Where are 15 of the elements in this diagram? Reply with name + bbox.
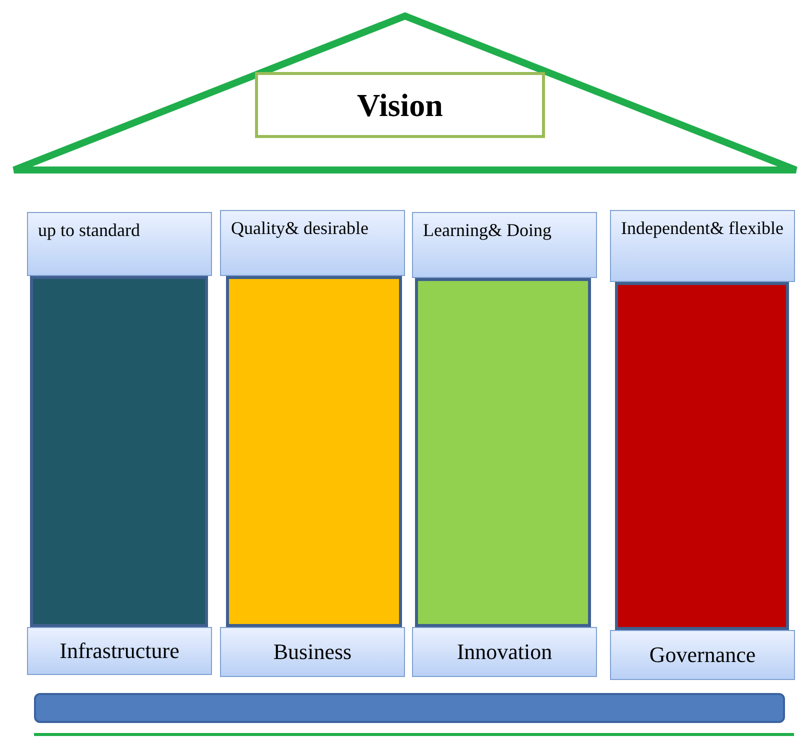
pillar-base: Innovation [412,627,597,677]
pillar-capital: Learning& Doing [412,212,597,278]
foundation-bar [34,693,785,723]
pillar-base: Business [220,627,405,677]
pillar-column [30,276,208,627]
pillar-column [226,276,402,627]
title-box: Vision [255,72,545,138]
pillar-column [415,278,591,627]
pillar-base: Infrastructure [27,627,212,675]
pillar-column [615,282,789,630]
pillar-capital: Quality& desirable [220,210,405,276]
roof-triangle [10,12,800,174]
pillar-base: Governance [610,630,795,680]
pillar-capital: up to standard [27,212,212,276]
pillar-capital: Independent& flexible [610,210,795,282]
